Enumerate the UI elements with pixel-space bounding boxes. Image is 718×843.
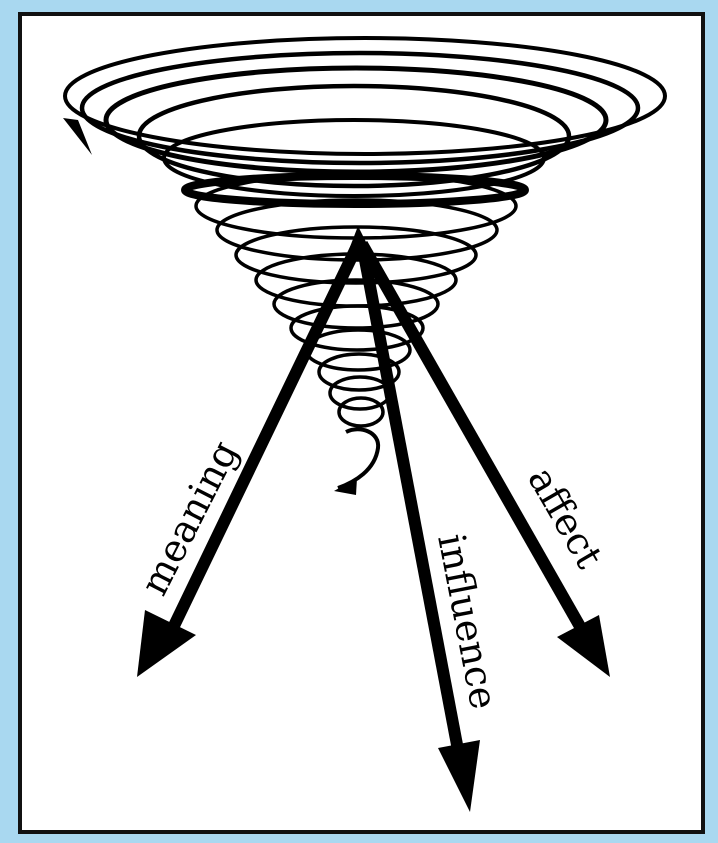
diagram-canvas: meaning influence affect	[0, 0, 718, 843]
vortex-diagram: meaning influence affect	[0, 0, 718, 843]
